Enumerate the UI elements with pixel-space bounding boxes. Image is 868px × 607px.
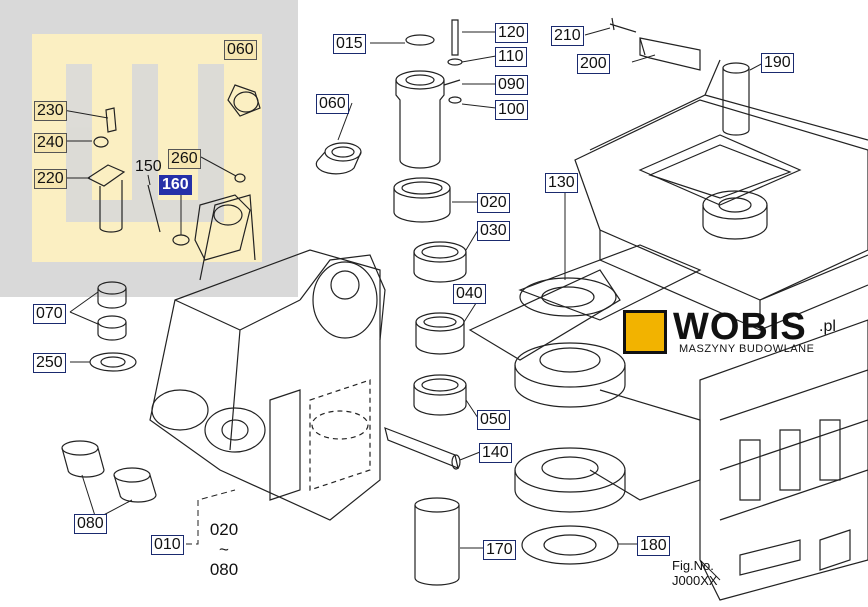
label-240[interactable]: 240 bbox=[34, 133, 67, 153]
label-050[interactable]: 050 bbox=[477, 410, 510, 430]
figure-line2: J000XX bbox=[672, 573, 718, 588]
label-090[interactable]: 090 bbox=[495, 75, 528, 95]
bushing-040 bbox=[415, 312, 465, 355]
pin-170 bbox=[414, 497, 460, 586]
bushing-030 bbox=[413, 241, 467, 283]
washer-180 bbox=[521, 525, 619, 565]
label-230[interactable]: 230 bbox=[34, 101, 67, 121]
label-260[interactable]: 260 bbox=[168, 149, 201, 169]
bushing-080 bbox=[61, 440, 157, 503]
label-200[interactable]: 200 bbox=[577, 54, 610, 74]
range-tilde: ~ bbox=[219, 540, 229, 559]
washer-250 bbox=[89, 352, 137, 372]
label-250[interactable]: 250 bbox=[33, 353, 66, 373]
frame-top-boss bbox=[702, 190, 768, 240]
label-060[interactable]: 060 bbox=[316, 94, 349, 114]
label-190[interactable]: 190 bbox=[761, 53, 794, 73]
main-frame bbox=[468, 59, 868, 601]
label-020[interactable]: 020 bbox=[477, 193, 510, 213]
swing-bracket bbox=[149, 194, 386, 521]
figure-number: Fig.No. J000XX bbox=[672, 558, 718, 588]
label-110[interactable]: 110 bbox=[495, 47, 527, 67]
label-010[interactable]: 010 bbox=[151, 535, 184, 555]
pin-housing-upper bbox=[395, 19, 463, 169]
label-130[interactable]: 130 bbox=[545, 173, 578, 193]
plate-200 bbox=[609, 17, 701, 71]
label-160[interactable]: 160 bbox=[159, 175, 192, 195]
label-150[interactable]: 150 bbox=[135, 158, 162, 175]
label-210[interactable]: 210 bbox=[551, 26, 584, 46]
pin-190 bbox=[722, 62, 750, 136]
label-170[interactable]: 170 bbox=[483, 540, 516, 560]
figure-line1: Fig.No. bbox=[672, 558, 714, 573]
bushing-060 bbox=[315, 142, 362, 175]
label-180[interactable]: 180 bbox=[637, 536, 670, 556]
label-015[interactable]: 015 bbox=[333, 34, 366, 54]
label-220[interactable]: 220 bbox=[34, 169, 67, 189]
label-140[interactable]: 140 bbox=[479, 443, 512, 463]
wobis-logo: WOBIS .pl MASZYNY BUDOWLANE bbox=[623, 306, 848, 360]
inset-parts bbox=[86, 84, 261, 261]
bushing-070 bbox=[97, 281, 127, 341]
label-040[interactable]: 040 bbox=[453, 284, 486, 304]
label-120[interactable]: 120 bbox=[495, 23, 528, 43]
inset-watermark-bars bbox=[66, 64, 224, 222]
frame-boss-upper bbox=[514, 342, 626, 408]
range-from: 020 bbox=[209, 520, 239, 539]
label-100[interactable]: 100 bbox=[495, 100, 528, 120]
pin-140 bbox=[384, 427, 461, 470]
range-to: 080 bbox=[209, 560, 239, 579]
washer-130 bbox=[519, 277, 617, 317]
logo-word: WOBIS bbox=[673, 306, 807, 348]
range-note: 020 ~ 080 bbox=[204, 520, 244, 580]
label-070[interactable]: 070 bbox=[33, 304, 66, 324]
frame-boss-lower bbox=[514, 447, 626, 513]
logo-tagline: MASZYNY BUDOWLANE bbox=[679, 343, 815, 355]
bushing-020 bbox=[393, 177, 451, 223]
label-080[interactable]: 080 bbox=[74, 514, 107, 534]
label-060-inset[interactable]: 060 bbox=[224, 40, 257, 60]
label-030[interactable]: 030 bbox=[477, 221, 510, 241]
logo-mark-icon bbox=[623, 310, 667, 354]
bushing-050 bbox=[413, 374, 467, 416]
logo-suffix: .pl bbox=[819, 318, 836, 335]
